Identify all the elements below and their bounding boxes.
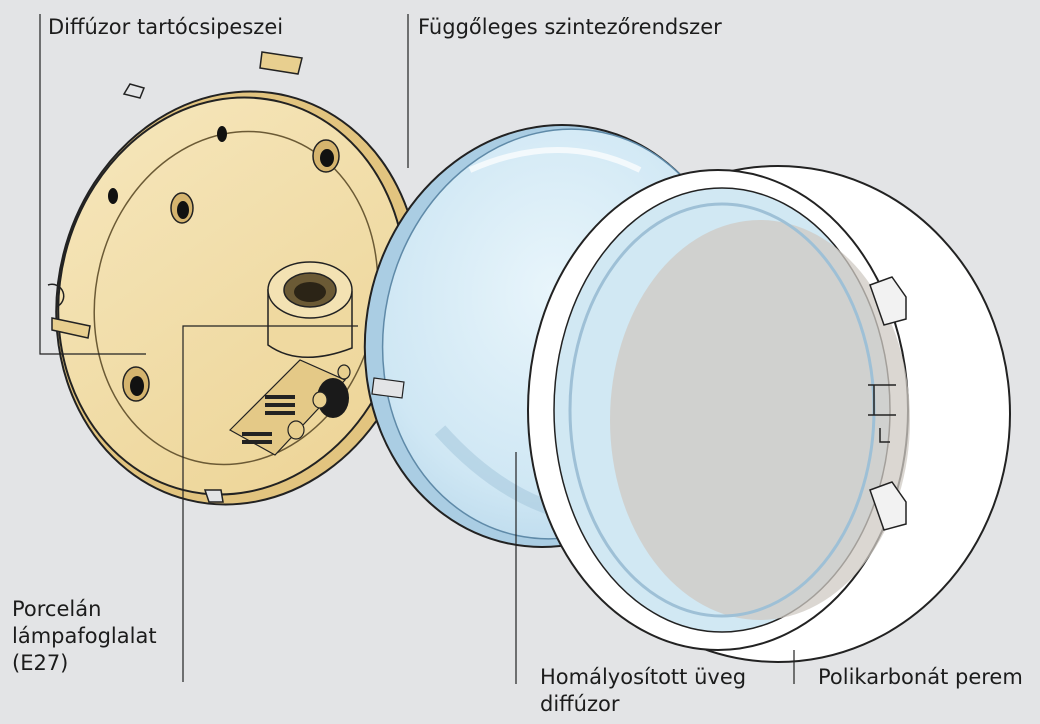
porcelain-socket xyxy=(268,262,352,357)
label-polycarbonate-rim: Polikarbonát perem xyxy=(818,664,1023,691)
polycarbonate-rim xyxy=(528,166,1010,662)
label-frosted-glass: Homályosított üveg diffúzor xyxy=(540,664,746,718)
label-frosted-glass-line-1: Homályosított üveg xyxy=(540,664,746,691)
label-porcelain-socket-line-3: (E27) xyxy=(12,650,157,677)
label-frosted-glass-line-2: diffúzor xyxy=(540,691,746,718)
label-porcelain-socket-line-1: Porcelán xyxy=(12,596,157,623)
label-porcelain-socket-line-2: lámpafoglalat xyxy=(12,623,157,650)
label-porcelain-socket: Porcelán lámpafoglalat (E27) xyxy=(12,596,157,677)
label-diffuser-clips: Diffúzor tartócsipeszei xyxy=(48,14,283,41)
label-vertical-leveling: Függőleges szintezőrendszer xyxy=(418,14,722,41)
